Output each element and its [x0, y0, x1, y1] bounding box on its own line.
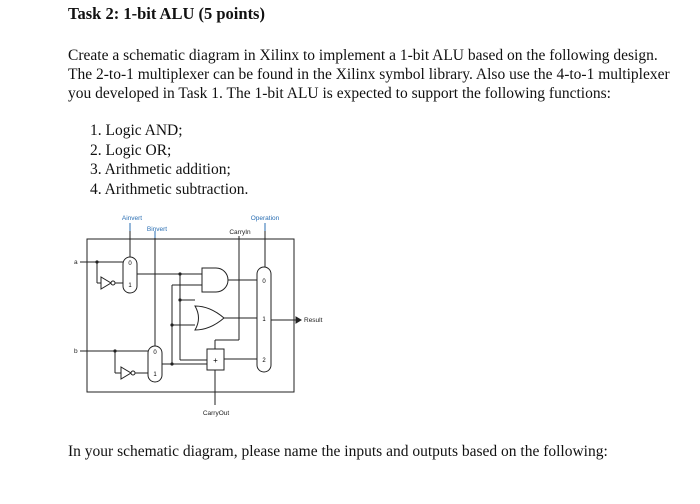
or-gate-icon — [194, 305, 225, 331]
b-inverter-icon — [120, 366, 132, 380]
task-title: Task 2: 1-bit ALU (5 points) — [68, 4, 265, 23]
function-item-addition: 3. Arithmetic addition; — [90, 161, 231, 178]
a-mux — [122, 256, 138, 294]
a-label: a — [74, 259, 78, 266]
binvert-label: Binvert — [147, 226, 167, 233]
function-item-or: 2. Logic OR; — [90, 141, 172, 159]
function-list: 1. Logic AND; 2. Logic OR; 3. Arithmetic… — [90, 121, 248, 199]
alu-boundary-box — [86, 238, 295, 393]
a-inverter-icon — [100, 276, 112, 290]
alu-diagram: Ainvert Binvert CarryIn Operation a b Re… — [74, 215, 323, 417]
a-mux-input-0: 0 — [128, 261, 132, 267]
carryout-label: CarryOut — [203, 410, 230, 417]
a-mux-input-1: 1 — [128, 283, 132, 289]
result-label: Result — [304, 317, 323, 324]
result-mux-input-0: 0 — [262, 279, 266, 285]
function-item-and: 1. Logic AND; — [90, 122, 183, 139]
b-mux-input-0: 0 — [153, 350, 157, 356]
result-mux-input-1: 1 — [262, 317, 266, 323]
adder-plus-symbol: + — [213, 356, 218, 365]
ainvert-label: Ainvert — [122, 215, 142, 222]
function-item-subtraction: 4. Arithmetic subtraction. — [90, 180, 249, 198]
task-outro-paragraph: In your schematic diagram, please name t… — [68, 443, 608, 460]
task-intro-paragraph: Create a schematic diagram in Xilinx to … — [68, 47, 670, 102]
result-mux-input-2: 2 — [262, 358, 266, 364]
and-gate-icon — [201, 267, 229, 293]
carryin-label: CarryIn — [229, 229, 251, 236]
b-mux-input-1: 1 — [153, 372, 157, 378]
operation-label: Operation — [251, 215, 280, 222]
b-label: b — [74, 348, 78, 355]
